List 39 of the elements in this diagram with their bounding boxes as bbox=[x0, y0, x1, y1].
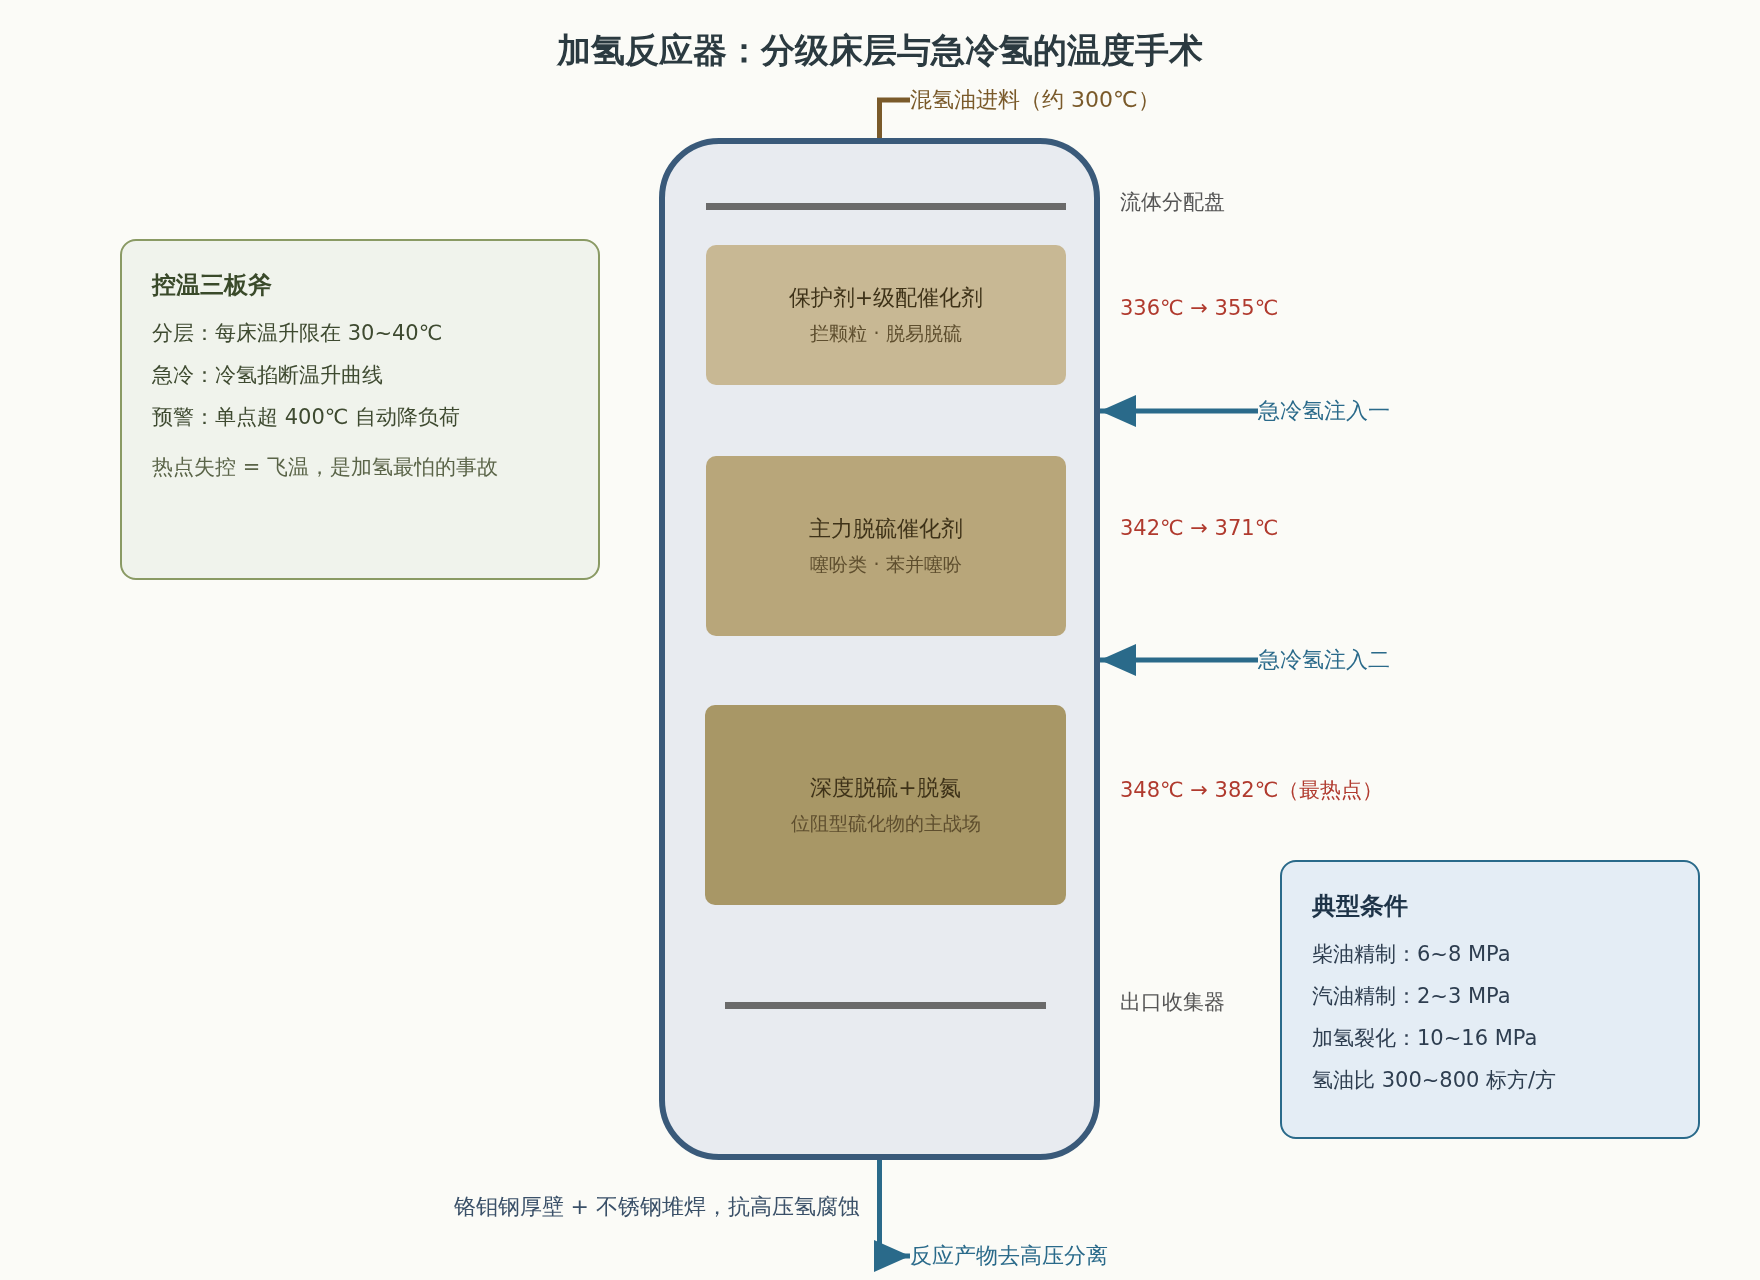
panel-text: 预警：单点超 400℃ 自动降负荷 bbox=[152, 404, 462, 431]
arrow bbox=[874, 1160, 910, 1272]
catalyst-bed bbox=[706, 456, 1066, 636]
stream-label: 混氢油进料（约 300℃） bbox=[910, 82, 1190, 118]
bed-subtitle: 位阻型硫化物的主战场 bbox=[790, 811, 981, 836]
part-label: 出口收集器 bbox=[1120, 989, 1225, 1016]
note-text: 铬钼钢厚壁 + 不锈钢堆焊，抗高压氢腐蚀 bbox=[452, 1193, 860, 1221]
plate-bar bbox=[706, 203, 1066, 210]
bed-title: 保护剂+级配催化剂 bbox=[788, 284, 984, 312]
stream-label: 反应产物去高压分离 bbox=[910, 1238, 1150, 1274]
part-label: 流体分配盘 bbox=[1120, 189, 1225, 216]
reactor-vessel bbox=[659, 138, 1100, 1160]
pipe-line bbox=[877, 97, 910, 138]
panel-text: 氢油比 300~800 标方/方 bbox=[1312, 1067, 1558, 1094]
panel-text: 加氢裂化：10~16 MPa bbox=[1312, 1025, 1539, 1052]
stream-label: 急冷氢注入二 bbox=[1258, 642, 1418, 678]
temperature-label: 348℃ → 382℃（最热点） bbox=[1120, 777, 1384, 804]
arrow bbox=[1100, 644, 1258, 676]
temperature-label: 342℃ → 371℃ bbox=[1120, 516, 1279, 540]
arrow bbox=[1100, 395, 1258, 427]
panel-heading: 典型条件 bbox=[1312, 891, 1409, 922]
panel-text: 热点失控 = 飞温，是加氢最怕的事故 bbox=[152, 454, 499, 481]
stream-label: 急冷氢注入一 bbox=[1258, 393, 1418, 429]
panel-text: 汽油精制：2~3 MPa bbox=[1312, 983, 1512, 1010]
info-panel bbox=[1280, 860, 1700, 1139]
info-panel bbox=[120, 239, 600, 580]
panel-text: 柴油精制：6~8 MPa bbox=[1312, 941, 1512, 968]
catalyst-bed bbox=[706, 245, 1066, 385]
catalyst-bed bbox=[705, 705, 1066, 905]
title: 加氢反应器：分级床层与急冷氢的温度手术 bbox=[555, 29, 1204, 72]
temperature-label: 336℃ → 355℃ bbox=[1120, 296, 1279, 320]
bed-title: 主力脱硫催化剂 bbox=[809, 515, 963, 543]
panel-text: 分层：每床温升限在 30~40℃ bbox=[152, 320, 444, 347]
bed-subtitle: 噻吩类 · 苯并噻吩 bbox=[810, 552, 962, 577]
bed-subtitle: 拦颗粒 · 脱易脱硫 bbox=[810, 321, 962, 346]
bed-title: 深度脱硫+脱氮 bbox=[810, 774, 961, 802]
plate-bar bbox=[725, 1002, 1046, 1009]
panel-text: 急冷：冷氢掐断温升曲线 bbox=[152, 362, 384, 389]
panel-heading: 控温三板斧 bbox=[152, 270, 273, 301]
